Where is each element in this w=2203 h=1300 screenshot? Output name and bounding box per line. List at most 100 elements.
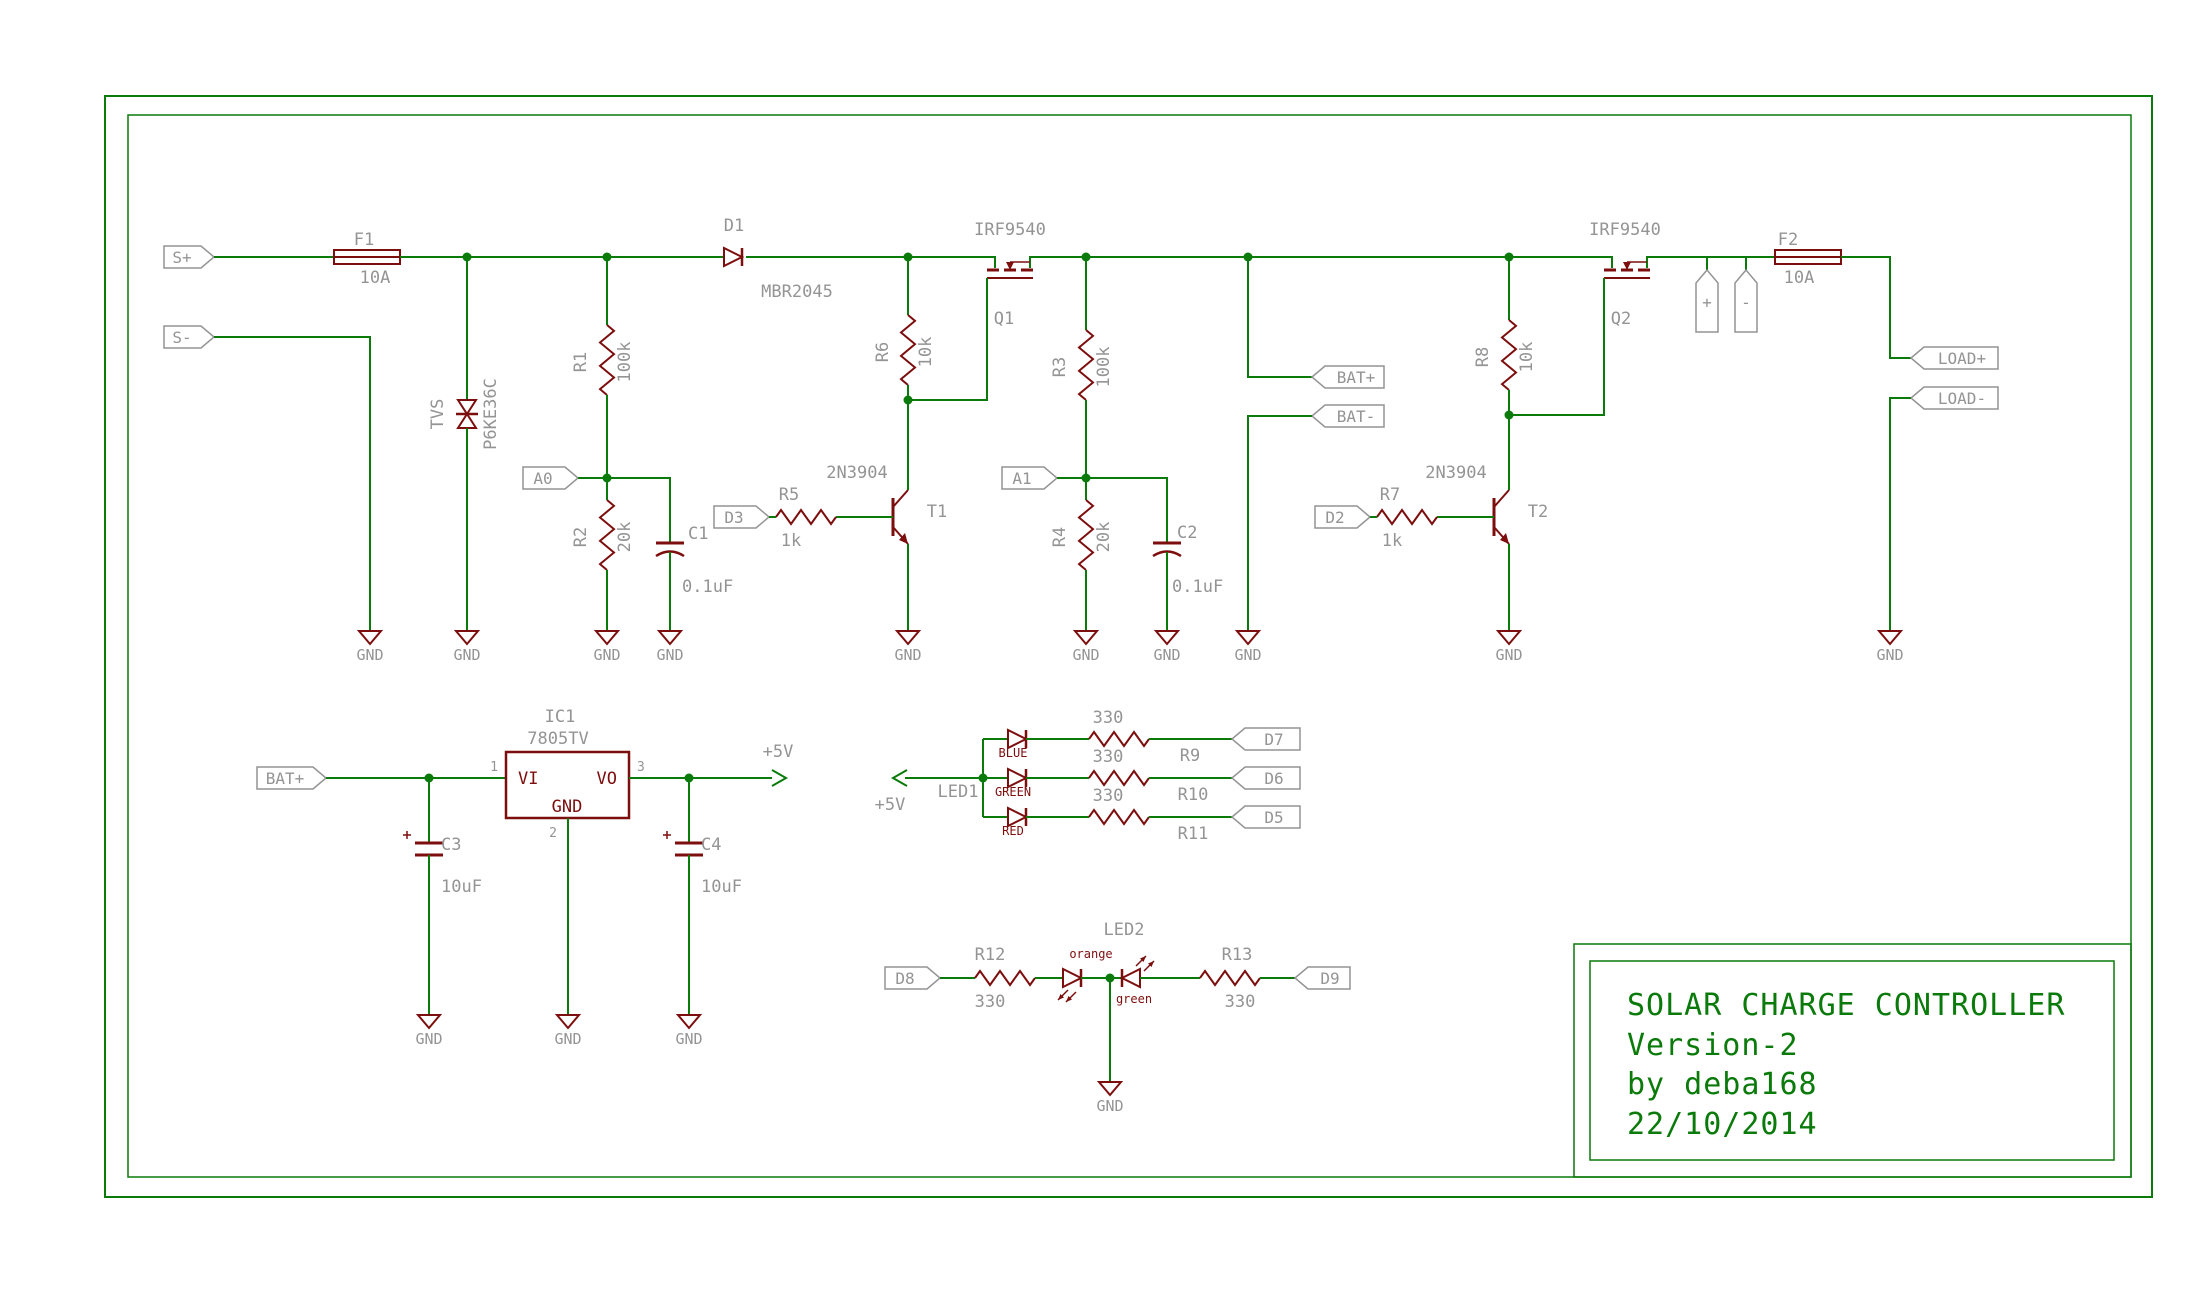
tag-terminal-plus-label: + [1702,293,1712,312]
gnd-label: GND [593,646,620,664]
label-f1-value: 10A [360,268,391,288]
label-r1-name: R1 [571,352,591,372]
gnd-symbol [1096,1081,1124,1097]
led-ray-head [1058,993,1065,1000]
plus5v-label: +5V [763,742,794,762]
label-r11-value: 330 [1093,786,1124,806]
label-r9-value: 330 [1093,708,1124,728]
drawing-frame-inner [127,114,2132,1178]
tag-d9-label: D9 [1320,969,1339,988]
led-ray-head [1139,956,1146,963]
label-d1-value: MBR2045 [761,282,833,302]
label-r1-value: 100k [615,342,635,383]
tag-d7 [1230,727,1301,751]
tag-terminal-minus [1734,268,1758,333]
resistor-r11 [1088,808,1150,826]
label-ic1-name: IC1 [545,707,576,727]
led1-blue [1007,728,1029,750]
gnd-symbol [1234,630,1262,646]
gnd-label: GND [1096,1097,1123,1115]
gnd-symbol [453,630,481,646]
gnd-symbol [1072,630,1100,646]
gnd-symbol [1153,630,1181,646]
title-block [1573,943,2132,1178]
title-line-2: Version-2 [1627,1028,1799,1063]
label-r3-name: R3 [1050,357,1070,377]
label-c3-name: C3 [441,835,461,855]
wire [1646,256,1657,268]
tag-s-plus-label: S+ [172,248,191,267]
resistor-r6 [899,314,917,386]
label-r13-value: 330 [1225,992,1256,1012]
wire [985,256,996,268]
tag-load-plus [1909,346,1999,370]
tag-bat-minus-label: BAT- [1337,407,1376,426]
label-led1-red: RED [1002,824,1024,838]
transistor-t1-collector [892,489,909,508]
gnd-label: GND [554,1030,581,1048]
gnd-label: GND [1153,646,1180,664]
wire [1889,397,1911,631]
title-line-1: SOLAR CHARGE CONTROLLER [1627,988,2065,1023]
plus5v-arrow-led1 [890,769,908,787]
tvs-diode [456,399,478,416]
label-q2-name: Q2 [1611,309,1631,329]
drawing-frame-outer [104,95,2153,1198]
transistor-t1-arrow [899,533,908,544]
gnd-symbol [894,630,922,646]
led1-red [1007,806,1029,828]
ic1-pin3-number: 3 [637,760,645,775]
label-ic1-value: 7805TV [527,729,588,749]
gnd-label: GND [1072,646,1099,664]
label-t1-value: 2N3904 [826,463,887,483]
tag-d6-label: D6 [1264,769,1283,788]
tag-a1-label: A1 [1012,469,1031,488]
resistor-r1 [598,324,616,396]
label-r7-value: 1k [1382,531,1402,551]
resistor-r5 [775,508,837,526]
resistor-r12 [974,969,1036,987]
gnd-symbol [593,630,621,646]
gnd-label: GND [894,646,921,664]
tag-d5-label: D5 [1264,808,1283,827]
label-led1-name: LED1 [938,782,979,802]
label-t2-name: T2 [1528,502,1548,522]
tag-a0 [522,466,580,490]
gnd-label: GND [675,1030,702,1048]
gnd-symbol [415,1014,443,1030]
wire [1602,256,1613,268]
tag-d9 [1293,966,1351,990]
tag-d7-label: D7 [1264,730,1283,749]
wire [1841,256,1911,359]
tag-load-plus-label: LOAD+ [1938,349,1986,368]
label-c4-name: C4 [701,835,721,855]
cap-c2-plate2 [1152,550,1182,558]
resistor-r3 [1077,329,1095,401]
tvs-diode [456,412,478,429]
wire [1509,278,1605,416]
label-led2-orange: orange [1069,947,1112,961]
gnd-label: GND [1876,646,1903,664]
tag-terminal-plus [1695,268,1719,333]
label-r12-value: 330 [975,992,1006,1012]
resistor-r9 [1088,730,1150,748]
led-ray-head [1066,995,1073,1002]
tag-d8 [884,966,942,990]
cap-c1-plate2 [655,550,685,558]
label-d1-name: D1 [724,216,744,236]
tag-s-plus [163,245,216,269]
resistor-r10 [1088,769,1150,787]
label-led2-name: LED2 [1104,920,1145,940]
label-tvs-value: P6KE36C [481,378,501,450]
gnd-symbol [356,630,384,646]
label-r3-value: 100k [1094,347,1114,388]
gnd-symbol [1495,630,1523,646]
tag-s-minus-label: S- [172,328,191,347]
ic1-pin1-number: 1 [490,760,498,775]
label-c2-value: 0.1uF [1172,577,1223,597]
label-led2-green: green [1116,992,1152,1006]
tag-load-minus-label: LOAD- [1938,389,1986,408]
resistor-r13 [1199,969,1261,987]
label-f2-value: 10A [1784,268,1815,288]
tag-d2 [1314,505,1372,529]
